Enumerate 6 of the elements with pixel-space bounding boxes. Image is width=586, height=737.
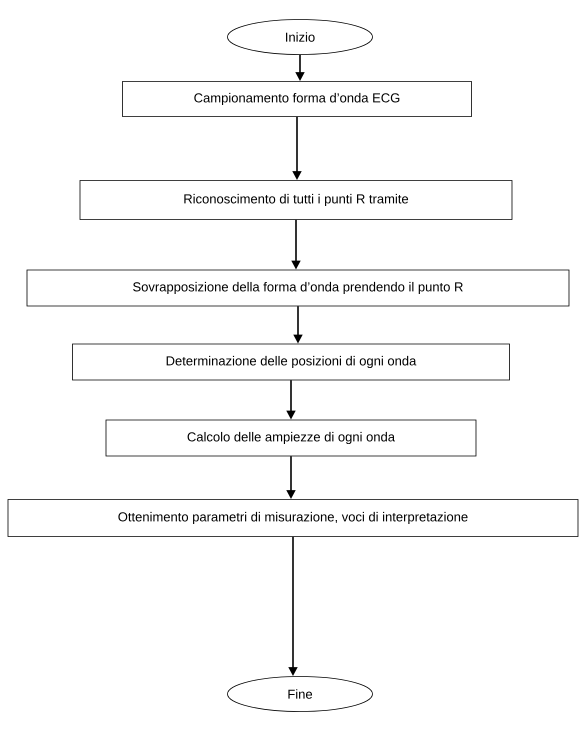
process-box: Sovrapposizione della forma d’onda prendendo il punto R <box>26 270 570 306</box>
process-box: Riconoscimento di tutti i punti R tramite <box>80 180 512 220</box>
process-box: Ottenimento parametri di misurazione, voci di interpretazione <box>8 499 578 537</box>
process-box: Campionamento forma d’onda ECG <box>122 81 472 117</box>
process-box: Determinazione delle posizioni di ogni onda <box>72 344 510 380</box>
process-box: Calcolo delle ampiezze di ogni onda <box>106 420 476 456</box>
